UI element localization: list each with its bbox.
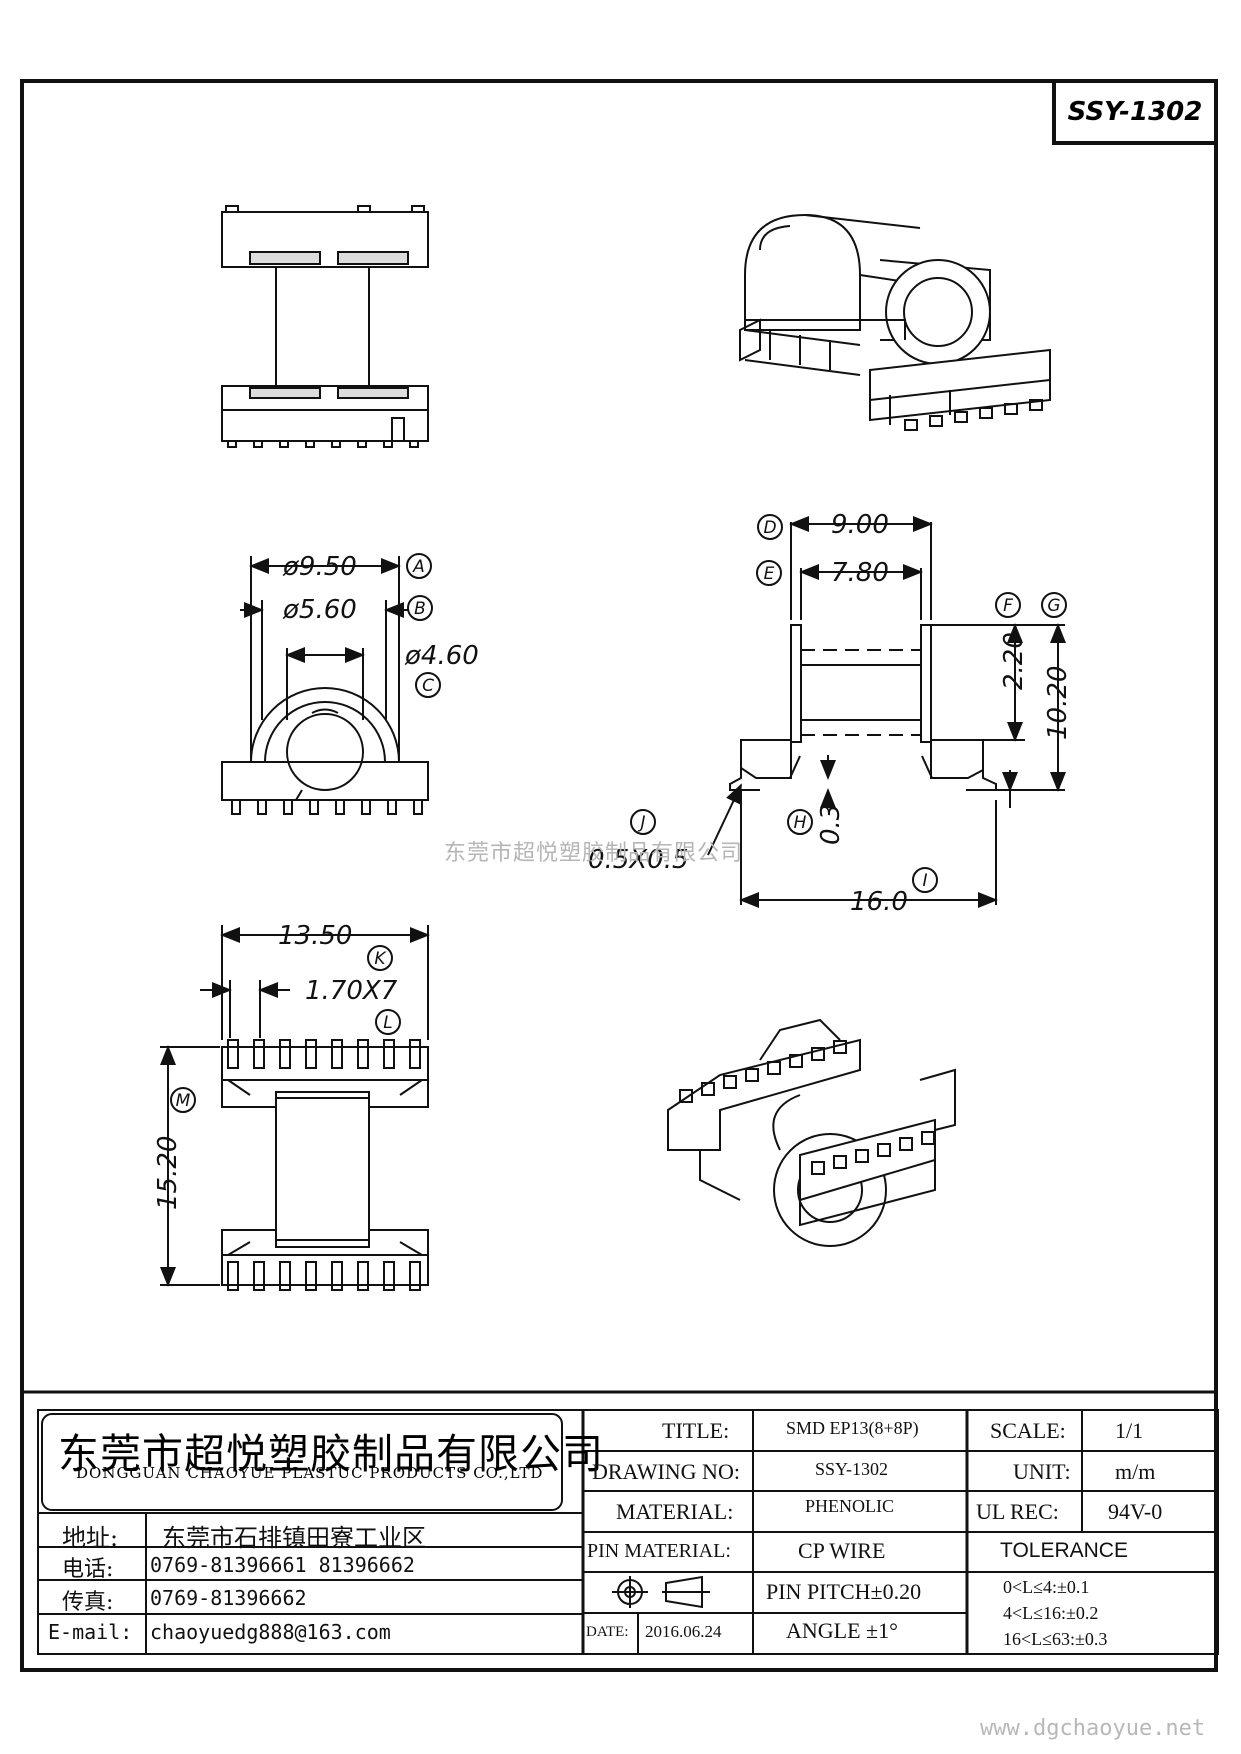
callout-m: M [176,1091,191,1111]
callout-d: D [763,518,776,538]
isometric-top-pins [904,399,1043,431]
callout-k: K [374,949,387,969]
tolerance-row-3: 16<L≤63:±0.3 [1003,1629,1108,1649]
isometric-bottom-pins [679,1040,935,1175]
title-block-grid [20,1390,1219,1655]
drawing-no-value: SSY-1302 [815,1459,889,1479]
angle-tolerance: ANGLE ±1° [786,1618,898,1643]
dim-c: ø4.60 [404,641,479,671]
dim-g: 10.20 [1043,666,1073,740]
top-view-pins [227,440,419,448]
front-view-labels: ø9.50 ø5.60 ø4.60 [282,552,479,671]
dim-d: 9.00 [831,510,889,540]
side-view-labels: 9.00 7.80 16.0 0.5X0.5 2.20 10.20 0.3 [588,510,1073,917]
dim-l: 1.70X7 [305,976,398,1006]
callout-a: A [412,557,425,577]
dim-j: 0.5X0.5 [588,845,689,875]
ul-rec-label: UL REC: [976,1499,1059,1524]
fax-value: 0769-81396662 [150,1586,307,1610]
dim-f: 2.20 [999,632,1029,690]
dim-m: 15.20 [153,1136,183,1210]
address-value: 东莞市石排镇田寮工业区 [162,1524,426,1552]
phone-value: 0769-81396661 81396662 [150,1553,415,1577]
callout-g: G [1047,596,1060,616]
dim-b: ø5.60 [282,595,357,625]
drawing-no-label: DRAWING NO: [592,1459,740,1484]
front-view [221,556,429,815]
material-label: MATERIAL: [616,1499,734,1524]
side-view-callouts [630,514,1067,893]
side-view [707,516,1066,908]
bottom-view-callouts [170,945,401,1113]
bottom-view [160,925,430,1291]
dim-i: 16.0 [850,887,908,917]
callout-c: C [422,676,434,696]
watermark-text: 东莞市超悦塑胶制品有限公司 [444,841,744,866]
tolerance-row-2: 4<L≤16:±0.2 [1003,1603,1099,1623]
drawing-code: SSY-1302 [1067,97,1203,127]
company-name-cn: 东莞市超悦塑胶制品有限公司 [58,1430,604,1478]
front-view-callouts [406,553,441,698]
scale-label: SCALE: [990,1418,1066,1443]
tolerance-label: TOLERANCE [1000,1539,1128,1562]
unit-value: m/m [1115,1459,1156,1484]
fax-label: 传真: [62,1590,114,1615]
dim-a: ø9.50 [282,552,357,582]
material-value: PHENOLIC [805,1496,894,1516]
isometric-view-top [739,213,1051,431]
callout-b: B [414,599,426,619]
callout-e: E [764,564,775,584]
pin-material-value: CP WIRE [798,1538,886,1563]
callout-h: H [794,813,807,833]
dim-k: 13.50 [278,921,352,951]
callout-i: I [922,871,927,891]
callout-f: F [1003,596,1013,616]
title-value: SMD EP13(8+8P) [786,1418,919,1438]
company-name-en: DONGGUAN CHAOYUE PLASTUC PRODUCTS CO.,LT… [76,1464,544,1482]
scale-value: 1/1 [1115,1418,1144,1443]
callout-l: L [383,1013,392,1033]
address-label: 地址: [62,1524,119,1552]
date-label: DATE: [586,1624,629,1640]
drawing-code-box: SSY-1302 [1052,79,1218,145]
top-view [221,205,429,448]
drawing-frame [20,79,1218,1672]
tolerance-row-1: 0<L≤4:±0.1 [1003,1577,1090,1597]
dim-e: 7.80 [831,558,889,588]
date-value: 2016.06.24 [645,1622,722,1641]
ul-rec-value: 94V-0 [1108,1499,1163,1524]
pin-material-label: PIN MATERIAL: [587,1540,731,1562]
dim-h: 0.3 [816,804,846,845]
email-label: E-mail: [48,1620,133,1644]
unit-label: UNIT: [1013,1459,1071,1484]
pin-pitch-tolerance: PIN PITCH±0.20 [766,1579,922,1604]
bottom-view-pins-top [227,1039,421,1069]
bottom-view-pins-bottom [227,1261,421,1291]
callout-j: J [637,813,645,833]
title-label: TITLE: [662,1418,730,1443]
email-value: chaoyuedg888@163.com [150,1620,391,1644]
isometric-view-bottom [667,1018,956,1247]
website-url: www.dgchaoyue.net [980,1716,1206,1741]
bottom-view-labels: 13.50 1.70X7 15.20 [153,921,398,1210]
phone-label: 电话: [62,1557,114,1582]
